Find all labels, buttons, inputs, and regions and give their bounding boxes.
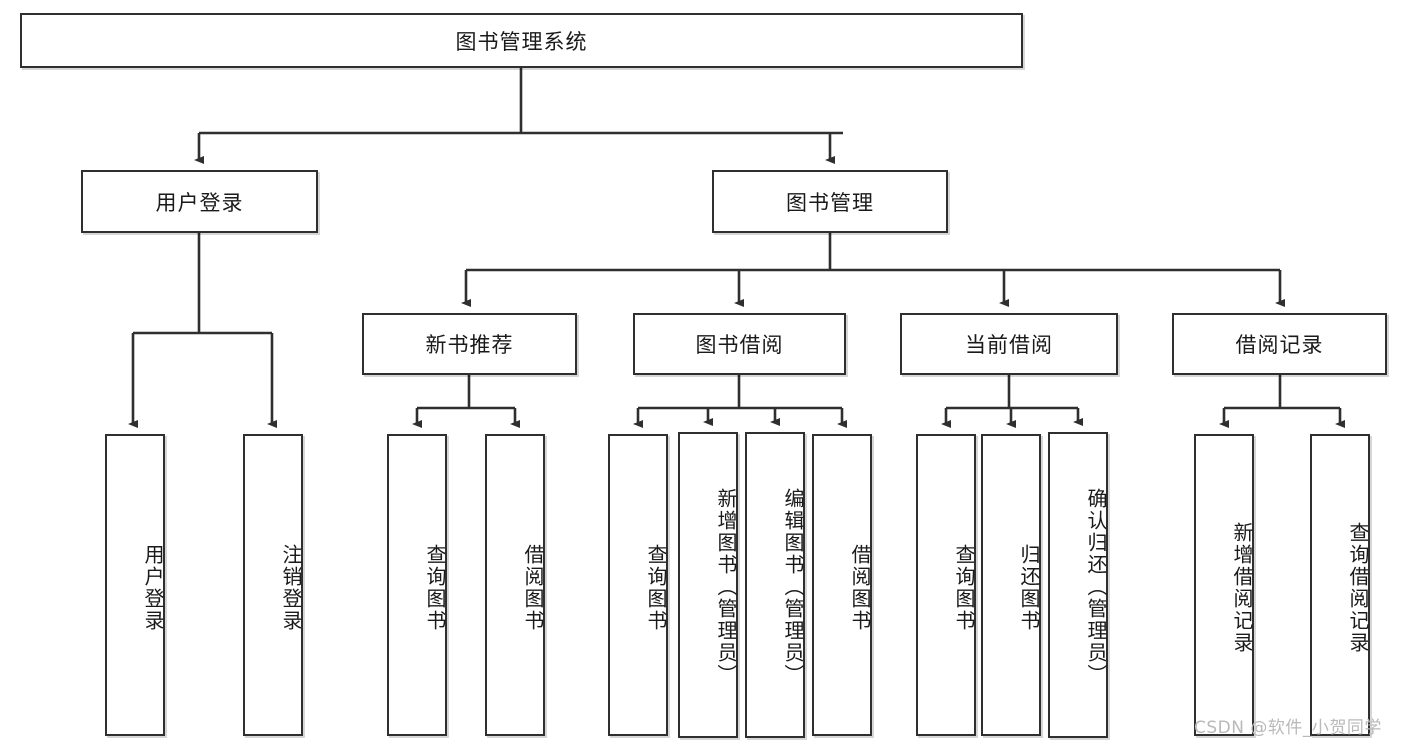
node-book-manage[interactable]: 图书管理 bbox=[712, 170, 948, 233]
leaf-user-login[interactable]: 用户登录 bbox=[105, 434, 165, 736]
leaf-add-record-label: 新增借阅记录 bbox=[1230, 522, 1254, 654]
leaf-return-book[interactable]: 归还图书 bbox=[981, 434, 1041, 736]
leaf-add-record[interactable]: 新增借阅记录 bbox=[1194, 434, 1254, 736]
watermark: CSDN @软件_小贺同学 bbox=[1194, 718, 1382, 738]
node-book-borrow[interactable]: 图书借阅 bbox=[633, 313, 846, 375]
node-book-manage-label: 图书管理 bbox=[786, 190, 874, 215]
node-borrow-record[interactable]: 借阅记录 bbox=[1172, 313, 1387, 375]
node-current-borrow[interactable]: 当前借阅 bbox=[900, 313, 1118, 375]
node-root[interactable]: 图书管理系统 bbox=[20, 13, 1023, 68]
leaf-query-book-2[interactable]: 查询图书 bbox=[608, 434, 668, 736]
node-new-book-recommend-label: 新书推荐 bbox=[425, 333, 514, 357]
leaf-query-book-3-label: 查询图书 bbox=[952, 544, 976, 632]
leaf-query-book-3[interactable]: 查询图书 bbox=[916, 434, 976, 736]
leaf-borrow-book-2[interactable]: 借阅图书 bbox=[812, 434, 872, 736]
leaf-logout-label: 注销登录 bbox=[279, 544, 303, 632]
node-new-book-recommend[interactable]: 新书推荐 bbox=[362, 313, 577, 375]
leaf-query-book-2-label: 查询图书 bbox=[644, 544, 668, 632]
node-user-login[interactable]: 用户登录 bbox=[81, 170, 318, 233]
leaf-edit-book-label: 编辑图书（管理员） bbox=[781, 487, 805, 686]
leaf-query-record[interactable]: 查询借阅记录 bbox=[1310, 434, 1370, 736]
leaf-add-book[interactable]: 新增图书（管理员） bbox=[678, 432, 738, 738]
leaf-query-book-1-label: 查询图书 bbox=[423, 544, 447, 632]
leaf-logout[interactable]: 注销登录 bbox=[243, 434, 303, 736]
leaf-add-book-label: 新增图书（管理员） bbox=[714, 487, 738, 686]
node-root-label: 图书管理系统 bbox=[455, 29, 588, 54]
leaf-borrow-book-1-label: 借阅图书 bbox=[521, 544, 545, 632]
node-user-login-label: 用户登录 bbox=[155, 190, 244, 215]
leaf-borrow-book-1[interactable]: 借阅图书 bbox=[485, 434, 545, 736]
leaf-confirm-return-label: 确认归还（管理员） bbox=[1084, 487, 1108, 686]
leaf-return-book-label: 归还图书 bbox=[1017, 544, 1041, 632]
leaf-edit-book[interactable]: 编辑图书（管理员） bbox=[745, 432, 805, 738]
node-borrow-record-label: 借阅记录 bbox=[1235, 333, 1324, 357]
node-book-borrow-label: 图书借阅 bbox=[695, 333, 784, 357]
leaf-query-book-1[interactable]: 查询图书 bbox=[387, 434, 447, 736]
leaf-query-record-label: 查询借阅记录 bbox=[1346, 522, 1370, 654]
leaf-user-login-label: 用户登录 bbox=[141, 544, 165, 632]
node-current-borrow-label: 当前借阅 bbox=[965, 333, 1053, 357]
leaf-confirm-return[interactable]: 确认归还（管理员） bbox=[1048, 432, 1108, 738]
leaf-borrow-book-2-label: 借阅图书 bbox=[848, 544, 872, 632]
